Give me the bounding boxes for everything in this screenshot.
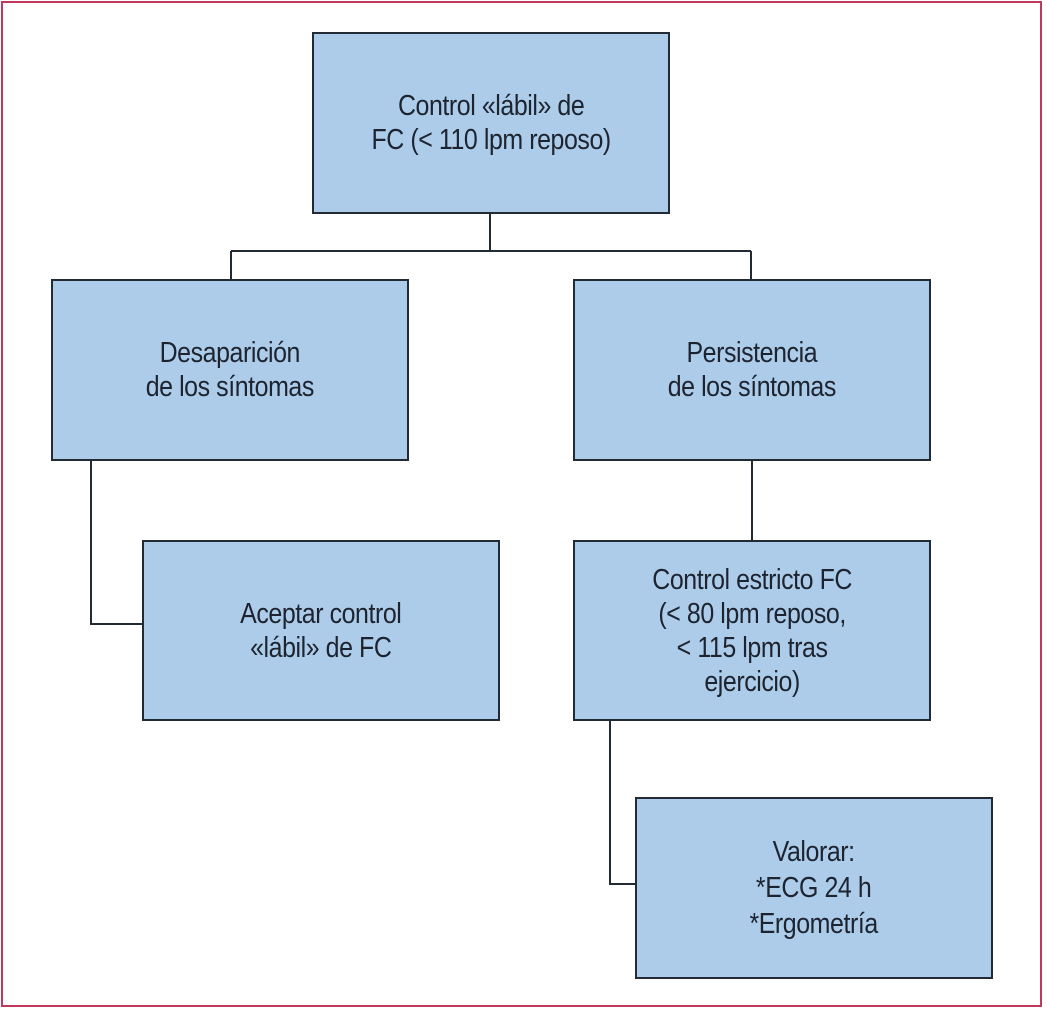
node-accept-labile-control: Aceptar control «lábil» de FC <box>142 540 500 721</box>
edge-left-to-accept <box>90 460 142 625</box>
node-symptoms-persist: Persistencia de los síntomas <box>573 279 931 461</box>
node-symptoms-disappear: Desaparición de los síntomas <box>51 279 409 461</box>
edge-strict-to-assess <box>609 720 635 885</box>
node-text: Desaparición de los síntomas <box>145 337 315 403</box>
node-strict-rate-control: Control estricto FC (< 80 lpm reposo, < … <box>573 540 931 721</box>
node-text: Valorar: *ECG 24 h *Ergometría <box>749 836 879 940</box>
node-labile-rate-control: Control «lábil» de FC (< 110 lpm reposo) <box>312 32 670 214</box>
node-assess-tests: Valorar: *ECG 24 h *Ergometría <box>635 797 993 979</box>
node-text: Aceptar control «lábil» de FC <box>240 597 402 664</box>
node-text: Control «lábil» de FC (< 110 lpm reposo) <box>371 90 611 156</box>
node-text: Persistencia de los síntomas <box>667 337 837 403</box>
node-text: Control estricto FC (< 80 lpm reposo, < … <box>652 563 852 698</box>
